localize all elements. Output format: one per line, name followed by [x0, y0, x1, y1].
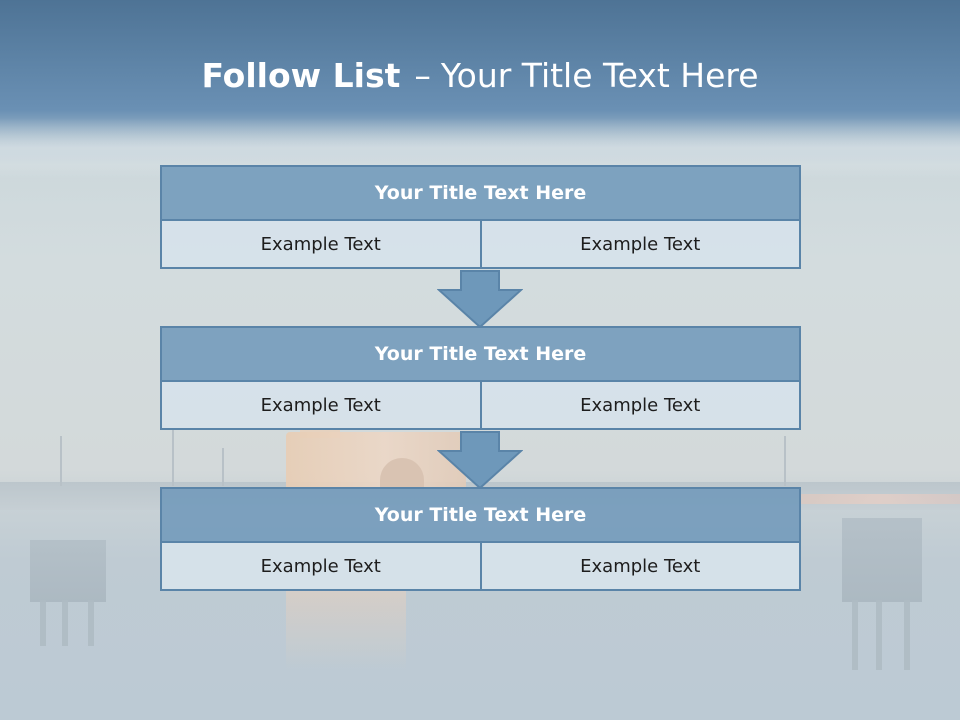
- step-block-2: Your Title Text Here Example Text Exampl…: [160, 326, 801, 430]
- lamp-post: [172, 430, 174, 486]
- step-block-1: Your Title Text Here Example Text Exampl…: [160, 165, 801, 269]
- title-rest: Your Title Text Here: [440, 56, 759, 95]
- step-cell-right: Example Text: [479, 380, 801, 430]
- step-cell-left: Example Text: [160, 219, 482, 269]
- pylon-leg: [904, 600, 910, 670]
- step-block-3: Your Title Text Here Example Text Exampl…: [160, 487, 801, 591]
- building: [286, 432, 466, 487]
- lamp-post: [222, 448, 224, 486]
- step-row: Example Text Example Text: [160, 541, 801, 591]
- pylon-leg: [88, 600, 94, 646]
- title-bold: Follow List: [201, 56, 401, 95]
- down-arrow-icon: [437, 270, 523, 328]
- building-arch: [380, 458, 424, 488]
- down-arrow-icon: [437, 431, 523, 489]
- pylon-leg: [852, 600, 858, 670]
- lamp-post: [784, 436, 786, 486]
- step-cell-left: Example Text: [160, 380, 482, 430]
- step-cell-right: Example Text: [479, 219, 801, 269]
- slide-title: Follow List–Your Title Text Here: [0, 55, 960, 97]
- step-title: Your Title Text Here: [160, 326, 801, 382]
- pylon-leg: [62, 600, 68, 646]
- step-title: Your Title Text Here: [160, 487, 801, 543]
- pylon-leg: [876, 600, 882, 670]
- water-reflection: [286, 590, 406, 670]
- title-separator: –: [414, 56, 431, 95]
- step-row: Example Text Example Text: [160, 380, 801, 430]
- pylon-leg: [40, 600, 46, 646]
- lamp-post: [60, 436, 62, 486]
- step-cell-left: Example Text: [160, 541, 482, 591]
- step-title: Your Title Text Here: [160, 165, 801, 221]
- pier-pylon: [30, 540, 106, 602]
- pier-pylon: [842, 518, 922, 602]
- step-cell-right: Example Text: [479, 541, 801, 591]
- pier-lights: [800, 494, 960, 504]
- step-row: Example Text Example Text: [160, 219, 801, 269]
